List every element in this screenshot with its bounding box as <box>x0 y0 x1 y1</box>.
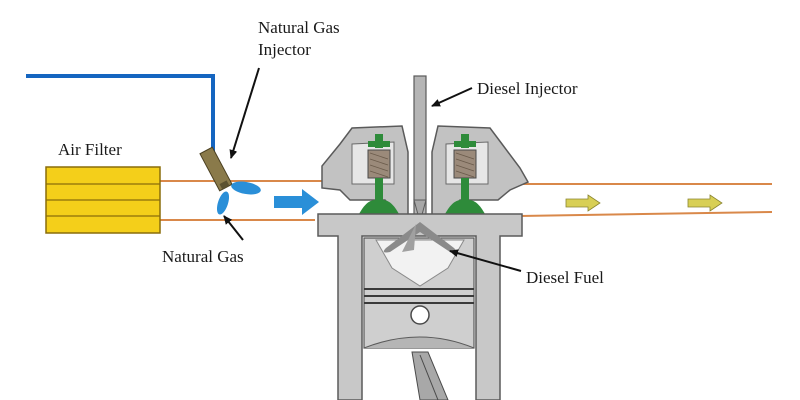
exhaust-flow-arrow-2 <box>687 194 723 212</box>
connecting-rod <box>411 351 449 400</box>
exhaust-flow-arrow-1 <box>565 194 601 212</box>
natural-gas-injector-label: Natural Gas <box>258 18 340 37</box>
intake-valve <box>358 134 400 216</box>
air-filter-label: Air Filter <box>58 140 122 159</box>
diesel-injector <box>413 75 427 224</box>
natural-gas-spray <box>216 181 261 215</box>
intake-pipe <box>160 180 330 221</box>
ng-injector-leader <box>229 67 260 159</box>
air-filter <box>45 166 161 234</box>
natural-gas-injector-label-line2: Injector <box>258 40 311 59</box>
intake-flow-arrow <box>274 189 319 215</box>
engine-block <box>317 213 523 400</box>
diesel-injector-leader <box>431 87 473 107</box>
exhaust-pipe <box>519 183 773 217</box>
natural-gas-injector <box>199 146 233 192</box>
diesel-fuel-label: Diesel Fuel <box>526 268 604 287</box>
exhaust-valve <box>444 134 486 216</box>
diesel-injector-label: Diesel Injector <box>477 79 578 98</box>
gas-supply-line <box>26 74 215 162</box>
natural-gas-leader <box>223 215 244 241</box>
piston <box>363 237 475 349</box>
natural-gas-label: Natural Gas <box>162 247 244 266</box>
diesel-fuel-spray <box>383 222 457 253</box>
diesel-fuel-leader <box>449 249 522 272</box>
